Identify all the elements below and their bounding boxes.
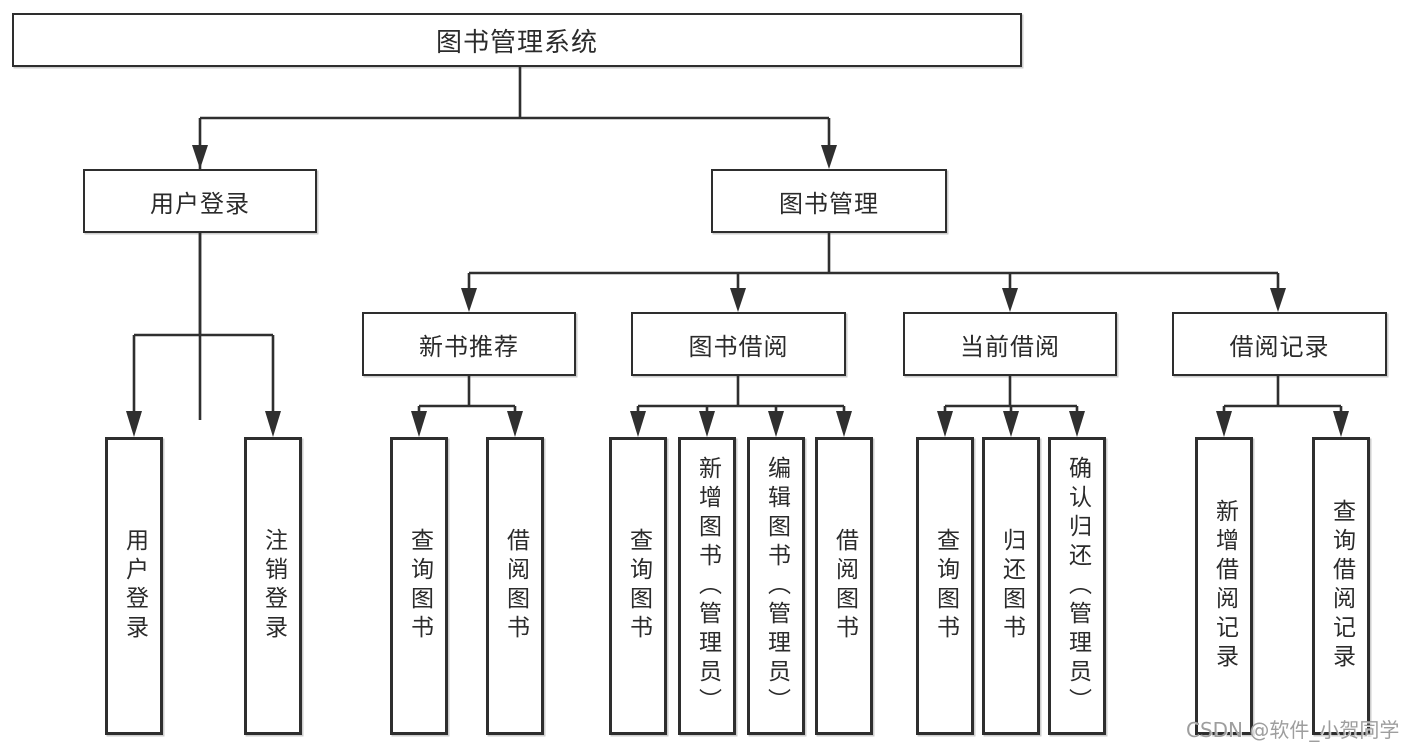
arrowhead-icon [265, 411, 281, 437]
leaf-edit-book-admin-label: 编辑图书（管理员） [763, 455, 790, 717]
leaf-query-borrow-record-label: 查询借阅记录 [1328, 499, 1355, 673]
arrowhead-icon [1002, 288, 1018, 312]
node-book-management-label: 图书管理 [779, 189, 879, 218]
watermark: CSDN @软件_小贺同学 [1186, 718, 1400, 742]
leaf-add-borrow-record: 新增借阅记录 [1195, 437, 1253, 735]
leaf-borrow-books: 借阅图书 [486, 437, 544, 735]
leaf-query-books-2-label: 查询图书 [625, 528, 652, 644]
node-borrow-records-label: 借阅记录 [1229, 332, 1330, 361]
connector-user-login-split [132, 233, 275, 426]
leaf-query-books-2: 查询图书 [609, 437, 667, 735]
arrowhead-icon [461, 288, 477, 312]
arrowhead-icon [1069, 411, 1085, 437]
arrowhead-icon [192, 145, 208, 169]
arrowhead-icon [730, 288, 746, 312]
connector-book-mgmt-split [467, 233, 1280, 301]
leaf-logout-login-label: 注销登录 [260, 528, 287, 644]
arrowhead-icon [411, 411, 427, 437]
arrowhead-icon [1216, 411, 1232, 437]
node-current-borrow: 当前借阅 [903, 312, 1117, 376]
connector-borrow-record-split [1222, 376, 1343, 426]
connector-new-book-split [417, 376, 517, 426]
node-root: 图书管理系统 [12, 13, 1022, 67]
node-user-login-label: 用户登录 [150, 189, 250, 218]
node-current-borrow-label: 当前借阅 [960, 332, 1060, 361]
leaf-return-books: 归还图书 [982, 437, 1040, 735]
leaf-query-books-label: 查询图书 [406, 528, 433, 644]
leaf-query-books: 查询图书 [390, 437, 448, 735]
node-root-label: 图书管理系统 [435, 27, 598, 58]
arrowhead-icon [1333, 411, 1349, 437]
leaf-confirm-return-admin: 确认归还（管理员） [1048, 437, 1106, 735]
leaf-query-borrow-record: 查询借阅记录 [1312, 437, 1370, 735]
arrowhead-icon [937, 411, 953, 437]
leaf-edit-book-admin: 编辑图书（管理员） [747, 437, 805, 735]
node-user-login: 用户登录 [83, 169, 317, 233]
leaf-add-book-admin-label: 新增图书（管理员） [694, 455, 721, 717]
leaf-add-borrow-record-label: 新增借阅记录 [1211, 499, 1238, 673]
leaf-query-books-3-label: 查询图书 [932, 528, 959, 644]
leaf-query-books-3: 查询图书 [916, 437, 974, 735]
arrowhead-icon [630, 411, 646, 437]
node-new-book-recommend: 新书推荐 [362, 312, 576, 376]
arrowhead-icon [507, 411, 523, 437]
arrowhead-icon [836, 411, 852, 437]
leaf-borrow-books-2: 借阅图书 [815, 437, 873, 735]
arrowhead-icon [1270, 288, 1286, 312]
node-book-management: 图书管理 [711, 169, 947, 233]
arrowhead-icon [699, 411, 715, 437]
leaf-confirm-return-admin-label: 确认归还（管理员） [1064, 455, 1091, 717]
leaf-borrow-books-label: 借阅图书 [502, 528, 529, 644]
node-borrow-records: 借阅记录 [1172, 312, 1387, 376]
node-book-borrow: 图书借阅 [631, 312, 846, 376]
node-new-book-recommend-label: 新书推荐 [419, 332, 519, 361]
arrowhead-icon [821, 145, 837, 169]
leaf-user-login: 用户登录 [105, 437, 163, 735]
connector-root-split [198, 67, 831, 420]
leaf-borrow-books-2-label: 借阅图书 [831, 528, 858, 644]
arrowhead-icon [126, 411, 142, 437]
arrowhead-icon [1003, 411, 1019, 437]
arrowhead-icon [768, 411, 784, 437]
leaf-user-login-label: 用户登录 [121, 528, 148, 644]
leaf-return-books-label: 归还图书 [998, 528, 1025, 644]
leaf-add-book-admin: 新增图书（管理员） [678, 437, 736, 735]
leaf-logout-login: 注销登录 [244, 437, 302, 735]
node-book-borrow-label: 图书借阅 [688, 332, 789, 361]
connector-book-borrow-split [636, 376, 846, 426]
